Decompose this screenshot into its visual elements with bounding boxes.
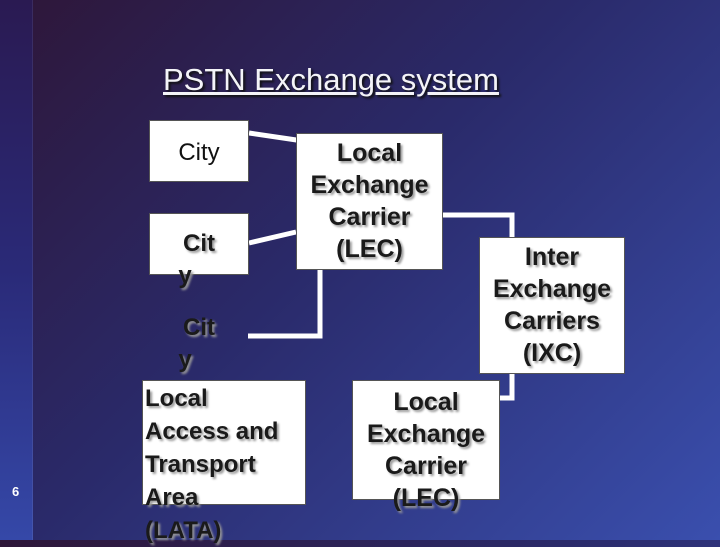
connector-low-city-to-lec [248,270,323,339]
lata-line-1: Local [145,385,208,412]
lec-bottom-line-2: Exchange [366,420,486,448]
connector-lec-to-ixc [443,212,515,237]
lec-top-line-1: Local [336,139,403,167]
ixc-line-1: Inter [524,243,580,271]
slide-sidebar-strip [0,0,33,540]
lec-bottom-line-1: Local [393,388,459,416]
city-label-middle-line1: Cit [183,230,215,257]
lec-box-top [296,133,443,270]
lec-top-line-4: (LEC) [336,235,403,263]
lata-line-5: (LATA) [145,517,222,544]
city-label-lower-line2: y [178,346,192,373]
lec-label-top: Local Exchange Carrier (LEC) [296,137,443,265]
lata-line-4: Area [145,484,199,511]
ixc-line-4: (IXC) [522,339,582,367]
ixc-line-3: Carriers [504,307,600,335]
city-label-top: City [178,139,220,166]
connector-ixc-to-lec [500,374,515,401]
lec-bottom-line-3: Carrier [385,452,467,480]
lata-line-2: Access and [145,418,279,445]
slide-number: 6 [12,484,20,499]
ixc-label: Inter Exchange Carriers (IXC) [479,241,625,369]
lec-top-line-3: Carrier [328,203,411,231]
lata-label: Local Access and Transport Area (LATA) [145,382,315,547]
ixc-line-2: Exchange [492,275,612,303]
city-label-middle-line2: y [178,262,192,289]
city-box-top [149,120,249,182]
lec-label-bottom: Local Exchange Carrier (LEC) [340,386,512,514]
lec-box-bottom [352,380,500,500]
city-box-middle [149,213,249,275]
lec-bottom-line-4: (LEC) [392,484,460,512]
city-label-lower-line1: Cit [183,314,215,341]
ixc-box [479,237,625,374]
connector-mid-city-to-lec [248,229,297,246]
lata-box [142,380,306,505]
lata-line-3: Transport [145,451,256,478]
lec-top-line-2: Exchange [310,171,429,199]
slide-title: PSTN Exchange system [163,62,499,97]
